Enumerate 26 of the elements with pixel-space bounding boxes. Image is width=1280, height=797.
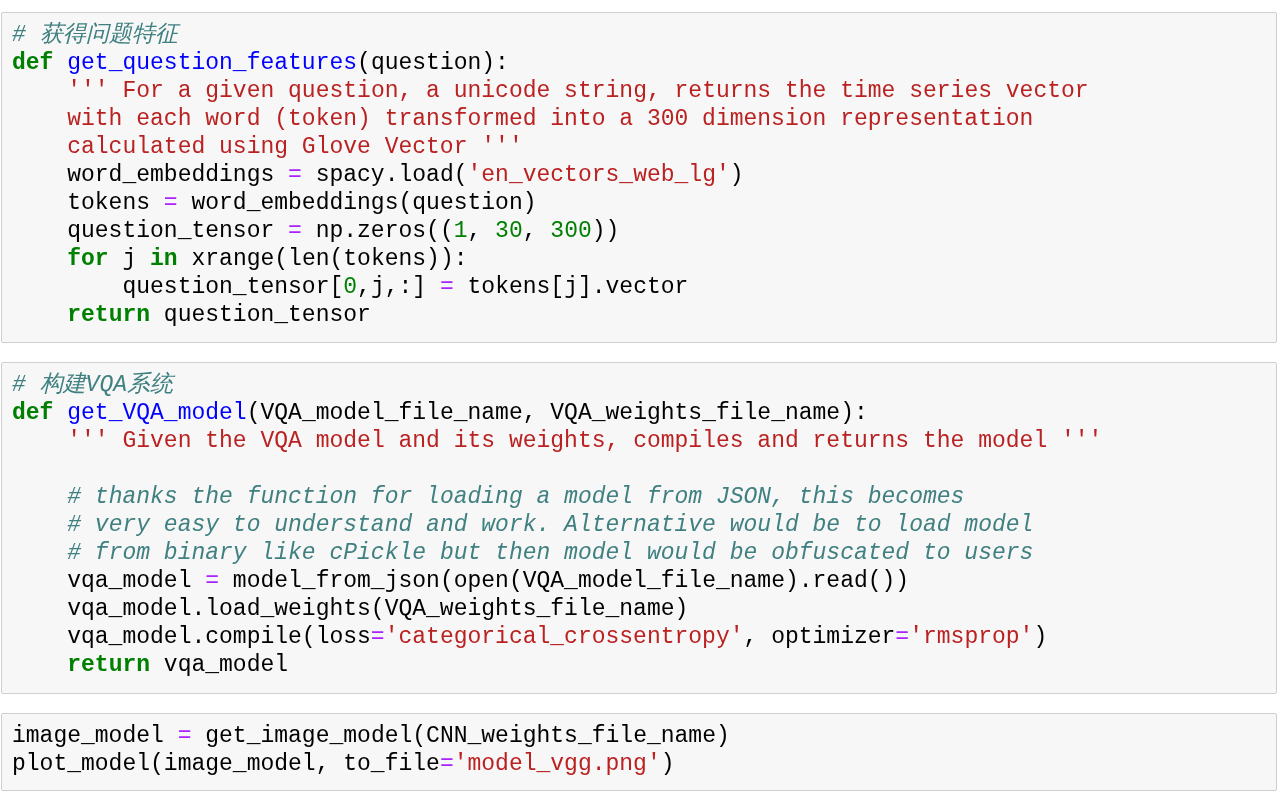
code-line: return question_tensor [66, 301, 372, 329]
code-line: calculated using Glove Vector ''' [66, 133, 524, 161]
code-line: for j in xrange(len(tokens)): [66, 245, 469, 273]
code-line: plot_model(image_model, to_file='model_vgg.png') [12, 750, 676, 778]
code-cell [1, 713, 1277, 791]
code-line: def get_question_features(question): [12, 49, 510, 77]
code-line: vqa_model.load_weights(VQA_weights_file_name) [66, 595, 690, 623]
code-line: vqa_model.compile(loss='categorical_crossentropy', optimizer='rmsprop') [66, 623, 1049, 651]
code-line: tokens = word_embeddings(question) [66, 189, 538, 217]
code-comment: # from binary like cPickle but then model would be obfuscated to users [66, 539, 1035, 567]
code-line: vqa_model = model_from_json(open(VQA_model_file_name).read()) [66, 567, 911, 595]
code-comment: # 获得问题特征 [12, 21, 1266, 49]
code-line: with each word (token) transformed into a 300 dimension representation [66, 105, 1035, 133]
code-cell [1, 362, 1277, 694]
code-line: question_tensor = np.zeros((1, 30, 300)) [66, 217, 621, 245]
code-line: return vqa_model [66, 651, 290, 679]
code-line: word_embeddings = spacy.load('en_vectors_web_lg') [66, 161, 745, 189]
code-line: image_model = get_image_model(CNN_weights_file_name) [12, 722, 731, 750]
code-cell [1, 12, 1277, 343]
code-line: def get_VQA_model(VQA_model_file_name, VQA_weights_file_name): [12, 399, 869, 427]
code-comment: # 构建VQA系统 [12, 371, 176, 399]
code-line: ''' For a given question, a unicode string, returns the time series vector [66, 77, 1090, 105]
code-line: question_tensor[0,j,:] = tokens[j].vector [121, 273, 690, 301]
code-comment: # very easy to understand and work. Alternative would be to load model [66, 511, 1035, 539]
code-line: ''' Given the VQA model and its weights, compiles and returns the model ''' [66, 427, 1104, 455]
code-comment: # thanks the function for loading a model from JSON, this becomes [66, 483, 966, 511]
